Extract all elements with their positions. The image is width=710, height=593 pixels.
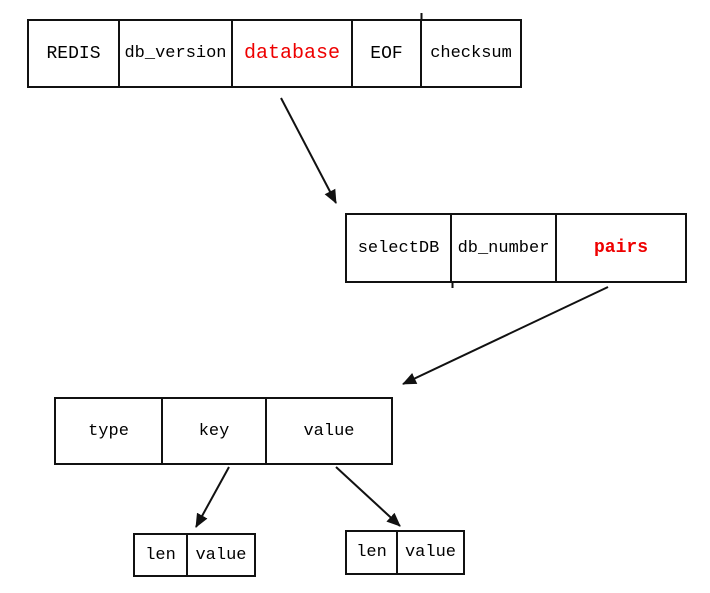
cell-key-value: value <box>188 535 254 575</box>
cell-checksum-label: checksum <box>430 44 512 63</box>
cell-value-label: value <box>303 421 355 441</box>
cell-key-len-label: len <box>145 545 176 565</box>
value-len-value-box: len value <box>345 530 465 575</box>
cell-type-label: type <box>88 421 129 441</box>
cell-value-len: len <box>347 532 398 573</box>
cell-redis: REDIS <box>29 21 120 86</box>
key-len-value-box: len value <box>133 533 256 577</box>
cell-database: database <box>233 21 353 86</box>
cell-db-number-label: db_number <box>457 238 550 258</box>
arrow-database-to-selectdb-row <box>280 97 337 204</box>
cell-type: type <box>56 399 163 463</box>
arrow-key-to-len-value <box>195 466 230 528</box>
cell-selectdb: selectDB <box>347 215 452 281</box>
cell-eof: EOF <box>353 21 422 86</box>
pair-entry-row: type key value <box>54 397 393 465</box>
cell-pairs-label: pairs <box>593 238 648 258</box>
cell-key: key <box>163 399 267 463</box>
cell-value-value: value <box>398 532 463 573</box>
cell-selectdb-label: selectDB <box>357 238 440 258</box>
cell-db-version-label: db_version <box>124 44 227 63</box>
cell-database-label: database <box>243 42 340 65</box>
cell-checksum: checksum <box>422 21 520 86</box>
cell-value-len-label: len <box>356 543 387 562</box>
cell-db-number: db_number <box>452 215 557 281</box>
cell-key-len: len <box>135 535 188 575</box>
cell-key-label: key <box>198 421 230 441</box>
rdb-file-row: REDIS db_version database EOF checksum <box>27 19 522 88</box>
cell-redis-label: REDIS <box>46 43 101 64</box>
cell-value-value-label: value <box>404 543 456 562</box>
arrow-value-to-len-value <box>335 466 401 527</box>
cell-eof-label: EOF <box>370 43 403 64</box>
arrow-pairs-to-pair-row <box>402 286 609 385</box>
cell-pairs: pairs <box>557 215 685 281</box>
cell-db-version: db_version <box>120 21 233 86</box>
cell-value: value <box>267 399 391 463</box>
cell-key-value-label: value <box>195 545 247 565</box>
database-section-row: selectDB db_number pairs <box>345 213 687 283</box>
